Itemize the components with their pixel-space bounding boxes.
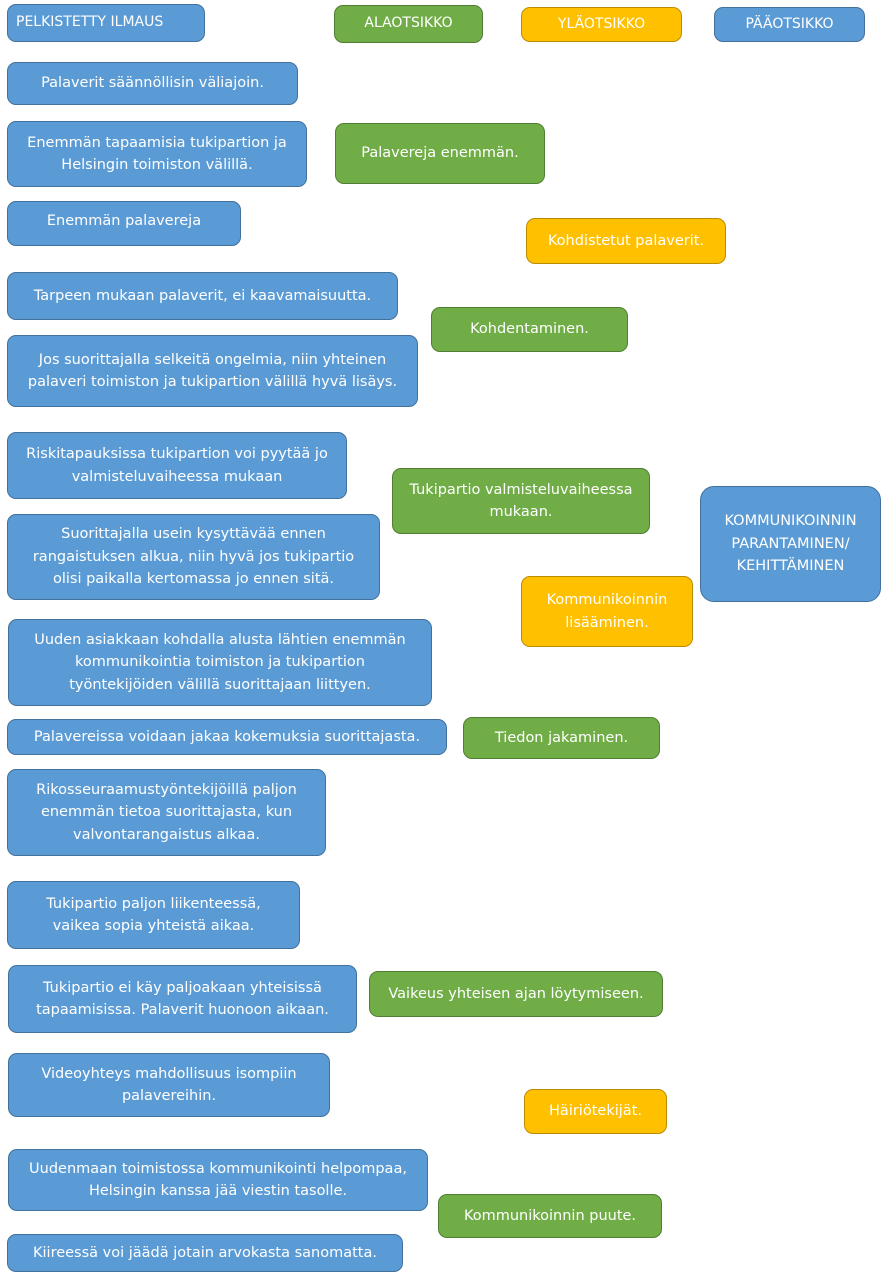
plain-expression-6: Riskitapauksissa tukipartion voi pyytää … <box>7 432 347 499</box>
upper-heading-3: Häiriötekijät. <box>524 1089 667 1134</box>
plain-expression-12: Tukipartio ei käy paljoakaan yhteisissä … <box>8 965 357 1033</box>
legend-subheading: ALAOTSIKKO <box>334 5 483 43</box>
upper-heading-1: Kohdistetut palaverit. <box>526 218 726 264</box>
plain-expression-15: Kiireessä voi jäädä jotain arvokasta san… <box>7 1234 403 1272</box>
legend-upper-heading: YLÄOTSIKKO <box>521 7 682 42</box>
subheading-2: Kohdentaminen. <box>431 307 628 352</box>
plain-expression-10: Rikosseuraamustyöntekijöillä paljon enem… <box>7 769 326 856</box>
subheading-6: Kommunikoinnin puute. <box>438 1194 662 1238</box>
subheading-4: Tiedon jakaminen. <box>463 717 660 759</box>
plain-expression-9: Palavereissa voidaan jakaa kokemuksia su… <box>7 719 447 755</box>
plain-expression-13: Videoyhteys mahdollisuus isompiin palave… <box>8 1053 330 1117</box>
plain-expression-7: Suorittajalla usein kysyttävää ennen ran… <box>7 514 380 600</box>
subheading-3: Tukipartio valmisteluvaiheessa mukaan. <box>392 468 650 534</box>
subheading-5: Vaikeus yhteisen ajan löytymiseen. <box>369 971 663 1017</box>
main-heading: KOMMUNIKOINNIN PARANTAMINEN/ KEHITTÄMINE… <box>700 486 881 602</box>
plain-expression-4: Tarpeen mukaan palaverit, ei kaavamaisuu… <box>7 272 398 320</box>
plain-expression-14: Uudenmaan toimistossa kommunikointi help… <box>8 1149 428 1211</box>
plain-expression-3: Enemmän palavereja <box>7 201 241 246</box>
plain-expression-2: Enemmän tapaamisia tukipartion ja Helsin… <box>7 121 307 187</box>
plain-expression-8: Uuden asiakkaan kohdalla alusta lähtien … <box>8 619 432 706</box>
plain-expression-5: Jos suorittajalla selkeitä ongelmia, nii… <box>7 335 418 407</box>
upper-heading-2: Kommunikoinnin lisääminen. <box>521 576 693 647</box>
plain-expression-1: Palaverit säännöllisin väliajoin. <box>7 62 298 105</box>
legend-plain-expression: PELKISTETTY ILMAUS <box>7 4 205 42</box>
legend-main-heading: PÄÄOTSIKKO <box>714 7 865 42</box>
subheading-1: Palavereja enemmän. <box>335 123 545 184</box>
plain-expression-11: Tukipartio paljon liikenteessä, vaikea s… <box>7 881 300 949</box>
